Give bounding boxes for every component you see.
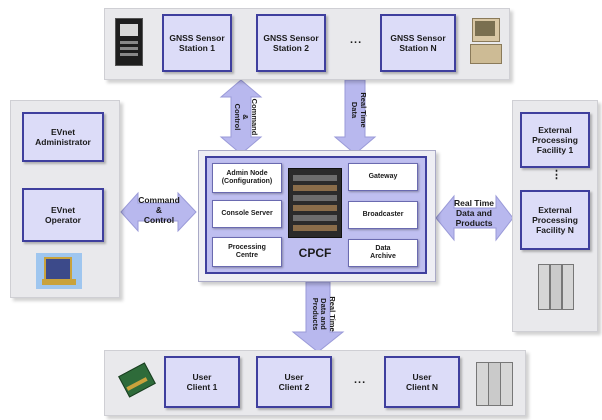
broadcaster[interactable]: Broadcaster [348, 201, 418, 229]
admin-node[interactable]: Admin Node (Configuration) [212, 163, 282, 193]
user-client-1[interactable]: User Client 1 [164, 356, 240, 408]
receiver-icon [115, 18, 143, 66]
command-control-left-label: Command & Control [138, 195, 180, 225]
command-control-top-label: Command & Control [232, 98, 259, 136]
evnet-operator[interactable]: EVnet Operator [22, 188, 104, 242]
server-rack-icon [476, 362, 513, 406]
gnss-sensor-station-1[interactable]: GNSS Sensor Station 1 [162, 14, 232, 72]
gnss-sensor-station-2[interactable]: GNSS Sensor Station 2 [256, 14, 326, 72]
real-time-bottom-arrow [291, 281, 345, 353]
facilities-ellipsis: ⋮ [551, 169, 563, 181]
gateway[interactable]: Gateway [348, 163, 418, 191]
server-rack-icon [538, 264, 574, 310]
user-client-2[interactable]: User Client 2 [256, 356, 332, 408]
user-client-n[interactable]: User Client N [384, 356, 460, 408]
gnss-sensor-station-n[interactable]: GNSS Sensor Station N [380, 14, 456, 72]
external-processing-facility-1[interactable]: External Processing Facility 1 [520, 112, 590, 168]
external-processing-facility-n[interactable]: External Processing Facility N [520, 190, 590, 250]
real-time-bottom-label: Real Time Data and Products [310, 296, 337, 332]
processing-centre[interactable]: Processing Centre [212, 237, 282, 267]
real-time-data-top-label: Real Time Data [350, 92, 368, 128]
workstation-icon [470, 18, 502, 64]
evnet-administrator[interactable]: EVnet Administrator [22, 112, 104, 162]
clients-ellipsis: ... [354, 374, 367, 386]
real-time-right-label: Real Time Data and Products [453, 198, 494, 228]
command-control-left-arrow [120, 191, 197, 233]
cpcf-title: CPCF [298, 246, 332, 260]
network-card-icon [116, 360, 156, 400]
stations-ellipsis: ... [350, 34, 363, 46]
data-archive[interactable]: Data Archive [348, 239, 418, 267]
real-time-data-top-arrow [333, 79, 377, 155]
computer-icon [36, 253, 82, 289]
server-rack-icon [288, 168, 342, 238]
console-server[interactable]: Console Server [212, 200, 282, 228]
